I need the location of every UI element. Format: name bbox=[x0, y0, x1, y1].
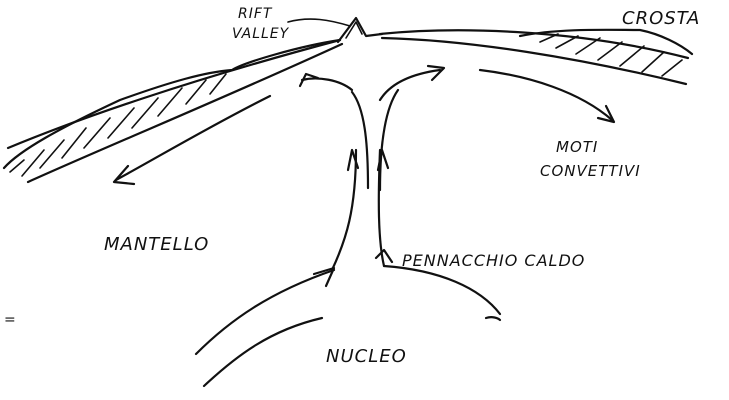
arrow-plume-top-right bbox=[426, 64, 446, 82]
crust-left bbox=[2, 38, 344, 184]
convection-arrow-left bbox=[114, 94, 272, 182]
convection-arrow-right bbox=[478, 68, 614, 122]
rift-valley-peak bbox=[336, 16, 384, 44]
rift-valley-label-line2: VALLEY bbox=[232, 26, 290, 42]
moti-convettivi-label-line1: MOTI bbox=[556, 138, 598, 156]
rift-label-pointer bbox=[287, 18, 351, 27]
mantello-label: MANTELLO bbox=[104, 234, 209, 255]
crust-right-hatching bbox=[539, 33, 683, 77]
crust-left-hatching bbox=[9, 73, 227, 177]
plume bbox=[300, 68, 442, 272]
nucleo-label: NUCLEO bbox=[326, 346, 407, 367]
edge-mark: = bbox=[4, 312, 17, 328]
pennacchio-caldo-label: PENNACCHIO CALDO bbox=[402, 251, 585, 270]
convection-arrows bbox=[112, 68, 616, 186]
core bbox=[194, 248, 502, 388]
arrow-up-right-plume bbox=[376, 148, 390, 172]
crust-right bbox=[378, 28, 694, 86]
rift-valley-label-line1: RIFT bbox=[238, 6, 273, 22]
arrow-up-left-plume bbox=[346, 148, 360, 172]
arrow-plume-top-left bbox=[298, 72, 320, 88]
moti-convettivi-label-line2: CONVETTIVI bbox=[540, 162, 641, 180]
plume-arrows bbox=[298, 64, 446, 172]
crosta-label: CROSTA bbox=[622, 8, 700, 29]
